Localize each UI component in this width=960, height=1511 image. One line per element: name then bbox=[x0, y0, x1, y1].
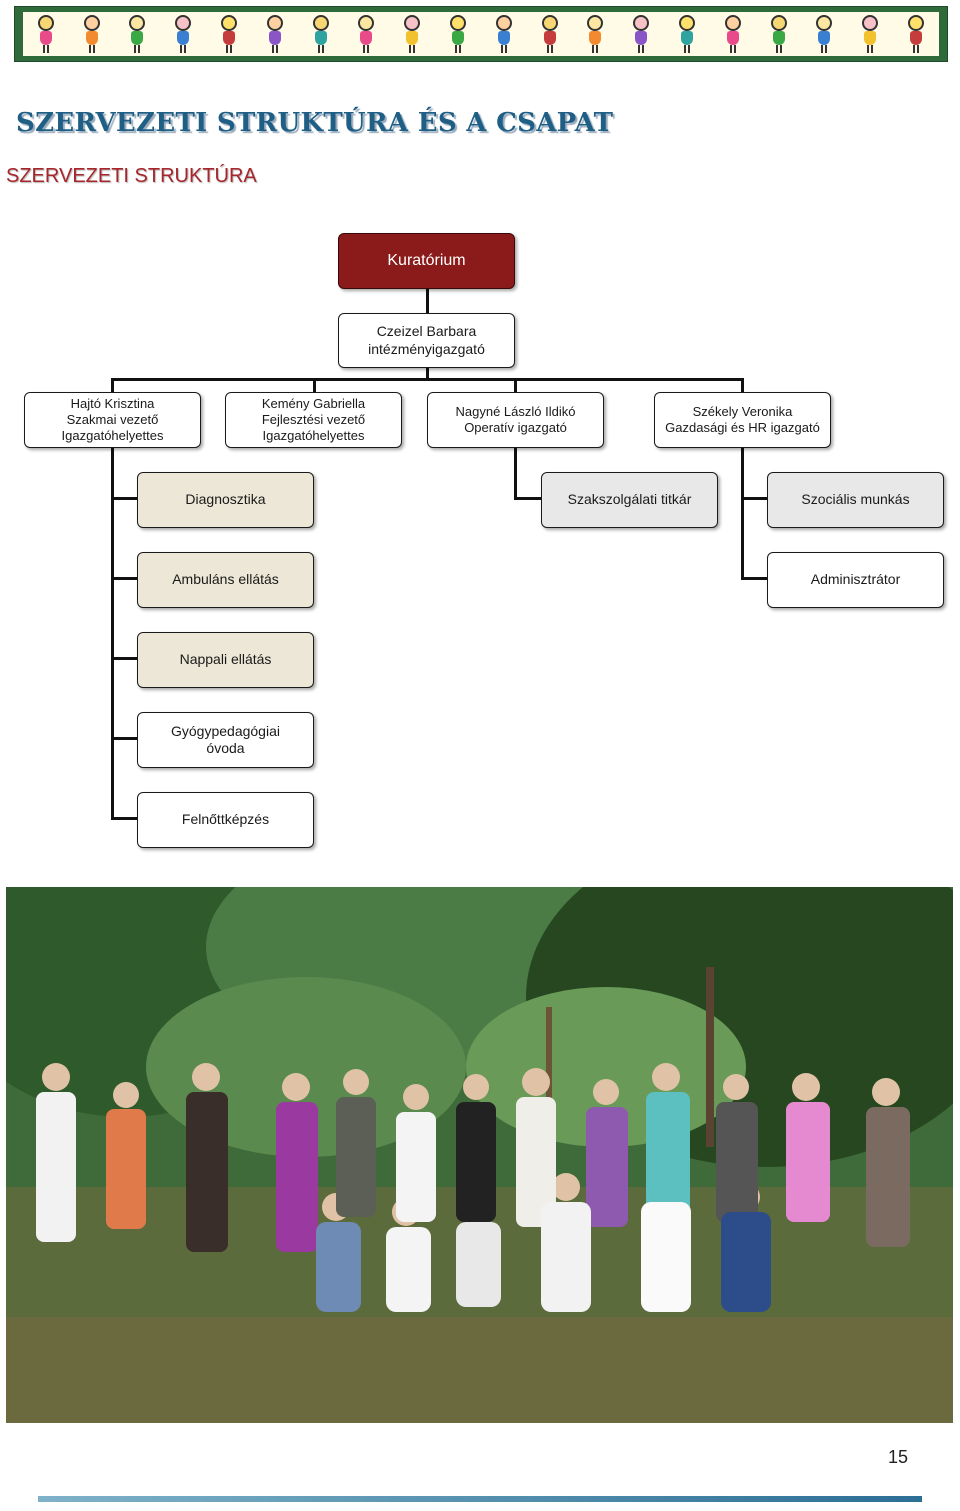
org-box-kuratorium: Kuratórium bbox=[338, 233, 515, 289]
connector-line bbox=[741, 378, 744, 393]
child-drawing-icon bbox=[446, 15, 470, 53]
child-drawing-icon bbox=[629, 15, 653, 53]
unit-label: Diagnosztika bbox=[185, 491, 266, 508]
deputy-role: Gazdasági és HR igazgató bbox=[665, 420, 820, 435]
connector-line bbox=[514, 378, 517, 393]
connector-line bbox=[111, 448, 114, 820]
child-drawing-icon bbox=[858, 15, 882, 53]
child-drawing-icon bbox=[538, 15, 562, 53]
connector-line bbox=[741, 497, 768, 500]
org-box-deputy-nagyne: Nagyné László Ildikó Operatív igazgató bbox=[427, 392, 604, 448]
connector-line bbox=[111, 657, 138, 660]
org-box-unit-diagnosztika: Diagnosztika bbox=[137, 472, 314, 528]
connector-line bbox=[741, 577, 768, 580]
org-box-deputy-hajto: Hajtó Krisztina Szakmai vezető Igazgatóh… bbox=[24, 392, 201, 448]
child-drawing-icon bbox=[400, 15, 424, 53]
deputy-name: Székely Veronika bbox=[692, 403, 793, 419]
child-drawing-icon bbox=[263, 15, 287, 53]
deputy-role: Operatív igazgató bbox=[464, 420, 567, 435]
connector-line bbox=[514, 497, 542, 500]
child-drawing-icon bbox=[354, 15, 378, 53]
child-drawing-icon bbox=[171, 15, 195, 53]
org-chart: Kuratórium Czeizel Barbara intézményigaz… bbox=[24, 233, 944, 848]
deputy-name: Kemény Gabriella bbox=[261, 395, 366, 411]
unit-label: Adminisztrátor bbox=[810, 571, 901, 588]
unit-label: Szociális munkás bbox=[801, 491, 910, 508]
org-box-unit-szocialis: Szociális munkás bbox=[767, 472, 944, 528]
child-drawing-icon bbox=[583, 15, 607, 53]
footer-bar bbox=[38, 1496, 922, 1502]
section-subheading: SZERVEZETI STRUKTÚRA bbox=[6, 165, 257, 187]
org-box-unit-ambulans: Ambuláns ellátás bbox=[137, 552, 314, 608]
page-heading: SZERVEZETI STRUKTÚRA ÉS A CSAPAT bbox=[16, 108, 614, 138]
connector-line bbox=[111, 817, 138, 820]
child-drawing-icon bbox=[34, 15, 58, 53]
child-drawing-icon bbox=[721, 15, 745, 53]
connector-line bbox=[111, 497, 138, 500]
connector-line bbox=[111, 737, 138, 740]
connector-line bbox=[514, 448, 517, 500]
team-photo bbox=[6, 887, 953, 1423]
banner-children-drawings bbox=[23, 12, 939, 56]
child-drawing-icon bbox=[675, 15, 699, 53]
unit-label: Nappali ellátás bbox=[179, 651, 272, 668]
deputy-name: Nagyné László Ildikó bbox=[455, 403, 576, 419]
unit-label: Ambuláns ellátás bbox=[172, 571, 279, 588]
connector-line bbox=[111, 577, 138, 580]
connector-line bbox=[741, 448, 744, 580]
child-drawing-icon bbox=[80, 15, 104, 53]
header-banner bbox=[14, 6, 948, 62]
org-box-unit-nappali: Nappali ellátás bbox=[137, 632, 314, 688]
org-box-unit-felnottkepzes: Felnőttképzés bbox=[137, 792, 314, 848]
connector-line bbox=[426, 289, 429, 314]
deputy-role: Igazgatóhelyettes bbox=[262, 428, 365, 444]
org-box-director: Czeizel Barbara intézményigazgató bbox=[338, 313, 515, 368]
director-role: intézményigazgató bbox=[368, 340, 485, 357]
deputy-role: Igazgatóhelyettes bbox=[61, 428, 164, 444]
page-number: 15 bbox=[888, 1447, 909, 1467]
child-drawing-icon bbox=[125, 15, 149, 53]
unit-label: Gyógypedagógiai óvoda bbox=[171, 722, 280, 757]
connector-line bbox=[313, 378, 316, 393]
child-drawing-icon bbox=[217, 15, 241, 53]
deputy-role: Fejlesztési vezető bbox=[261, 411, 366, 427]
child-drawing-icon bbox=[309, 15, 333, 53]
director-name: Czeizel Barbara bbox=[376, 323, 477, 339]
deputy-name: Hajtó Krisztina bbox=[70, 395, 155, 411]
org-box-unit-ovoda: Gyógypedagógiai óvoda bbox=[137, 712, 314, 768]
child-drawing-icon bbox=[812, 15, 836, 53]
child-drawing-icon bbox=[492, 15, 516, 53]
child-drawing-icon bbox=[767, 15, 791, 53]
org-box-label: Kuratórium bbox=[387, 252, 466, 269]
unit-label: Szakszolgálati titkár bbox=[567, 491, 692, 508]
org-box-deputy-szekely: Székely Veronika Gazdasági és HR igazgat… bbox=[654, 392, 831, 448]
connector-line bbox=[111, 378, 744, 381]
org-box-unit-titkar: Szakszolgálati titkár bbox=[541, 472, 718, 528]
org-box-deputy-kemeny: Kemény Gabriella Fejlesztési vezető Igaz… bbox=[225, 392, 402, 448]
deputy-role: Szakmai vezető bbox=[66, 411, 159, 427]
unit-label: Felnőttképzés bbox=[181, 811, 270, 828]
org-box-unit-adminisztrator: Adminisztrátor bbox=[767, 552, 944, 608]
connector-line bbox=[426, 368, 429, 380]
child-drawing-icon bbox=[904, 15, 928, 53]
connector-line bbox=[111, 378, 114, 393]
